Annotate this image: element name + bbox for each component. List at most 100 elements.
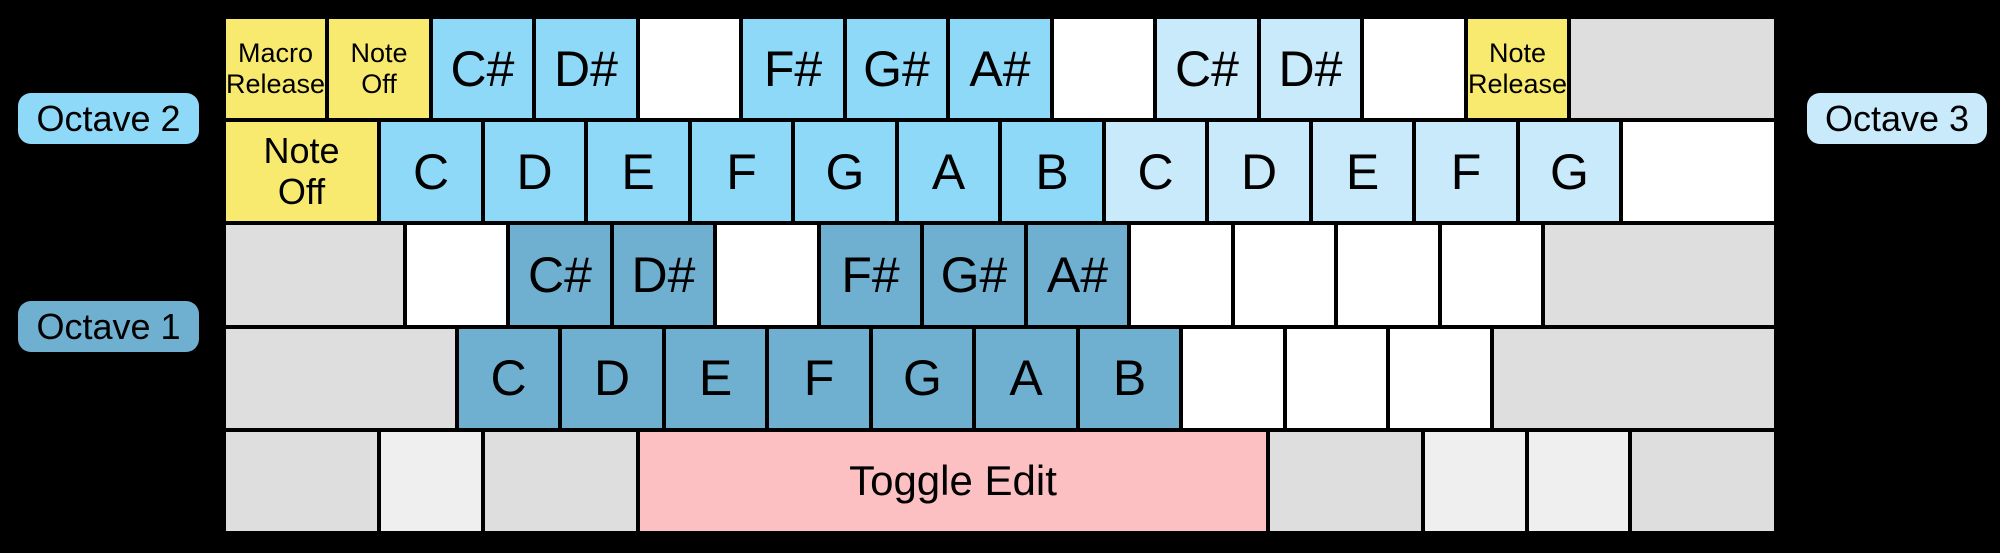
key-octave2-f-sharp: F# xyxy=(741,17,845,121)
key-octave1-f-sharp: F# xyxy=(819,223,922,327)
key-label: Macro Release xyxy=(225,37,326,99)
key-blank-key xyxy=(1388,326,1492,430)
key-label: D xyxy=(593,350,631,407)
key-right-shift-key xyxy=(1492,326,1776,430)
key-right-ctrl-key xyxy=(1630,429,1776,533)
key-octave1-g-sharp: G# xyxy=(922,223,1026,327)
key-label: E xyxy=(1345,143,1380,200)
key-label: G xyxy=(903,350,942,407)
key-label: F# xyxy=(763,40,823,97)
key-blank-key xyxy=(1233,223,1336,327)
key-label: D# xyxy=(631,246,696,303)
key-octave3-c-sharp: C# xyxy=(1155,17,1259,121)
key-octave2-d: D xyxy=(483,120,586,224)
key-label: E xyxy=(621,143,655,200)
key-octave1-d-sharp: D# xyxy=(612,223,715,327)
key-note-off-tab: Note Off xyxy=(224,120,379,224)
key-label: C xyxy=(490,350,527,407)
octave-3-label: Octave 3 xyxy=(1807,93,1987,144)
key-octave1-d: D xyxy=(560,326,664,430)
key-label: G xyxy=(825,143,865,200)
key-label: A# xyxy=(1046,246,1109,303)
key-octave2-b: B xyxy=(1000,120,1104,224)
key-left-alt-key xyxy=(483,429,638,533)
key-right-alt-key xyxy=(1268,429,1423,533)
key-label: F xyxy=(726,143,757,200)
key-blank-key xyxy=(1362,17,1466,121)
key-label: G# xyxy=(863,40,930,97)
key-label: G xyxy=(1550,143,1589,200)
key-label: Note Release xyxy=(1467,37,1568,99)
key-octave1-a-sharp: A# xyxy=(1026,223,1129,327)
key-blank-key xyxy=(1052,17,1155,121)
key-octave1-e: E xyxy=(664,326,767,430)
key-label: A xyxy=(1009,350,1043,407)
key-octave1-c-sharp: C# xyxy=(508,223,612,327)
key-octave1-g: G xyxy=(871,326,974,430)
key-right-win-key xyxy=(1423,429,1527,533)
key-enter-key xyxy=(1543,223,1776,327)
key-label: Note Off xyxy=(263,130,340,212)
key-label: Note Off xyxy=(350,37,408,99)
key-note-release: Note Release xyxy=(1466,17,1569,121)
key-octave2-c-sharp: C# xyxy=(431,17,534,121)
key-note-off: Note Off xyxy=(327,17,431,121)
key-label: C# xyxy=(450,40,515,97)
key-label: D xyxy=(516,143,553,200)
key-label: Toggle Edit xyxy=(849,457,1057,505)
key-label: C xyxy=(412,143,450,200)
key-octave2-g-sharp: G# xyxy=(845,17,948,121)
key-label: C# xyxy=(1175,40,1239,97)
key-octave3-g: G xyxy=(1518,120,1621,224)
key-octave2-f: F xyxy=(690,120,793,224)
key-octave3-d-sharp: D# xyxy=(1259,17,1362,121)
key-backspace-key xyxy=(1569,17,1776,121)
key-blank-key xyxy=(1181,326,1285,430)
key-blank-key xyxy=(405,223,508,327)
key-octave3-f: F xyxy=(1414,120,1518,224)
key-left-shift-key xyxy=(224,326,457,430)
key-label: A# xyxy=(969,40,1031,97)
key-label: C# xyxy=(528,246,592,303)
key-octave1-a: A xyxy=(974,326,1078,430)
key-octave2-e: E xyxy=(586,120,690,224)
key-label: B xyxy=(1112,350,1147,407)
key-left-ctrl-key xyxy=(224,429,379,533)
octave-2-label: Octave 2 xyxy=(18,93,199,144)
key-menu-key xyxy=(1527,429,1630,533)
key-caps-lock-key xyxy=(224,223,405,327)
key-macro-release: Macro Release xyxy=(224,17,327,121)
key-blank-key xyxy=(1621,120,1776,224)
key-blank-key xyxy=(1129,223,1233,327)
key-octave1-b: B xyxy=(1078,326,1181,430)
key-label: F# xyxy=(841,246,900,303)
key-label: D# xyxy=(554,40,618,97)
key-blank-key xyxy=(1440,223,1543,327)
key-octave2-a: A xyxy=(897,120,1000,224)
key-octave1-f: F xyxy=(767,326,871,430)
key-octave3-c: C xyxy=(1104,120,1207,224)
key-blank-key xyxy=(638,17,741,121)
key-toggle-edit-space: Toggle Edit xyxy=(638,429,1268,533)
key-blank-key xyxy=(1336,223,1440,327)
key-octave2-a-sharp: A# xyxy=(948,17,1052,121)
key-blank-key xyxy=(715,223,819,327)
key-label: F xyxy=(803,350,835,407)
key-label: E xyxy=(698,350,733,407)
key-label: A xyxy=(931,143,966,200)
key-blank-key xyxy=(1285,326,1388,430)
key-label: F xyxy=(1450,143,1482,200)
key-label: G# xyxy=(940,246,1008,303)
key-octave2-g: G xyxy=(793,120,897,224)
key-label: D xyxy=(1240,143,1278,200)
octave-1-label: Octave 1 xyxy=(18,301,199,352)
key-octave2-c: C xyxy=(379,120,483,224)
key-octave3-d: D xyxy=(1207,120,1311,224)
key-octave3-e: E xyxy=(1311,120,1414,224)
key-label: D# xyxy=(1278,40,1343,97)
key-octave1-c: C xyxy=(457,326,560,430)
key-octave2-d-sharp: D# xyxy=(534,17,638,121)
key-left-win-key xyxy=(379,429,483,533)
key-label: C xyxy=(1137,143,1174,200)
